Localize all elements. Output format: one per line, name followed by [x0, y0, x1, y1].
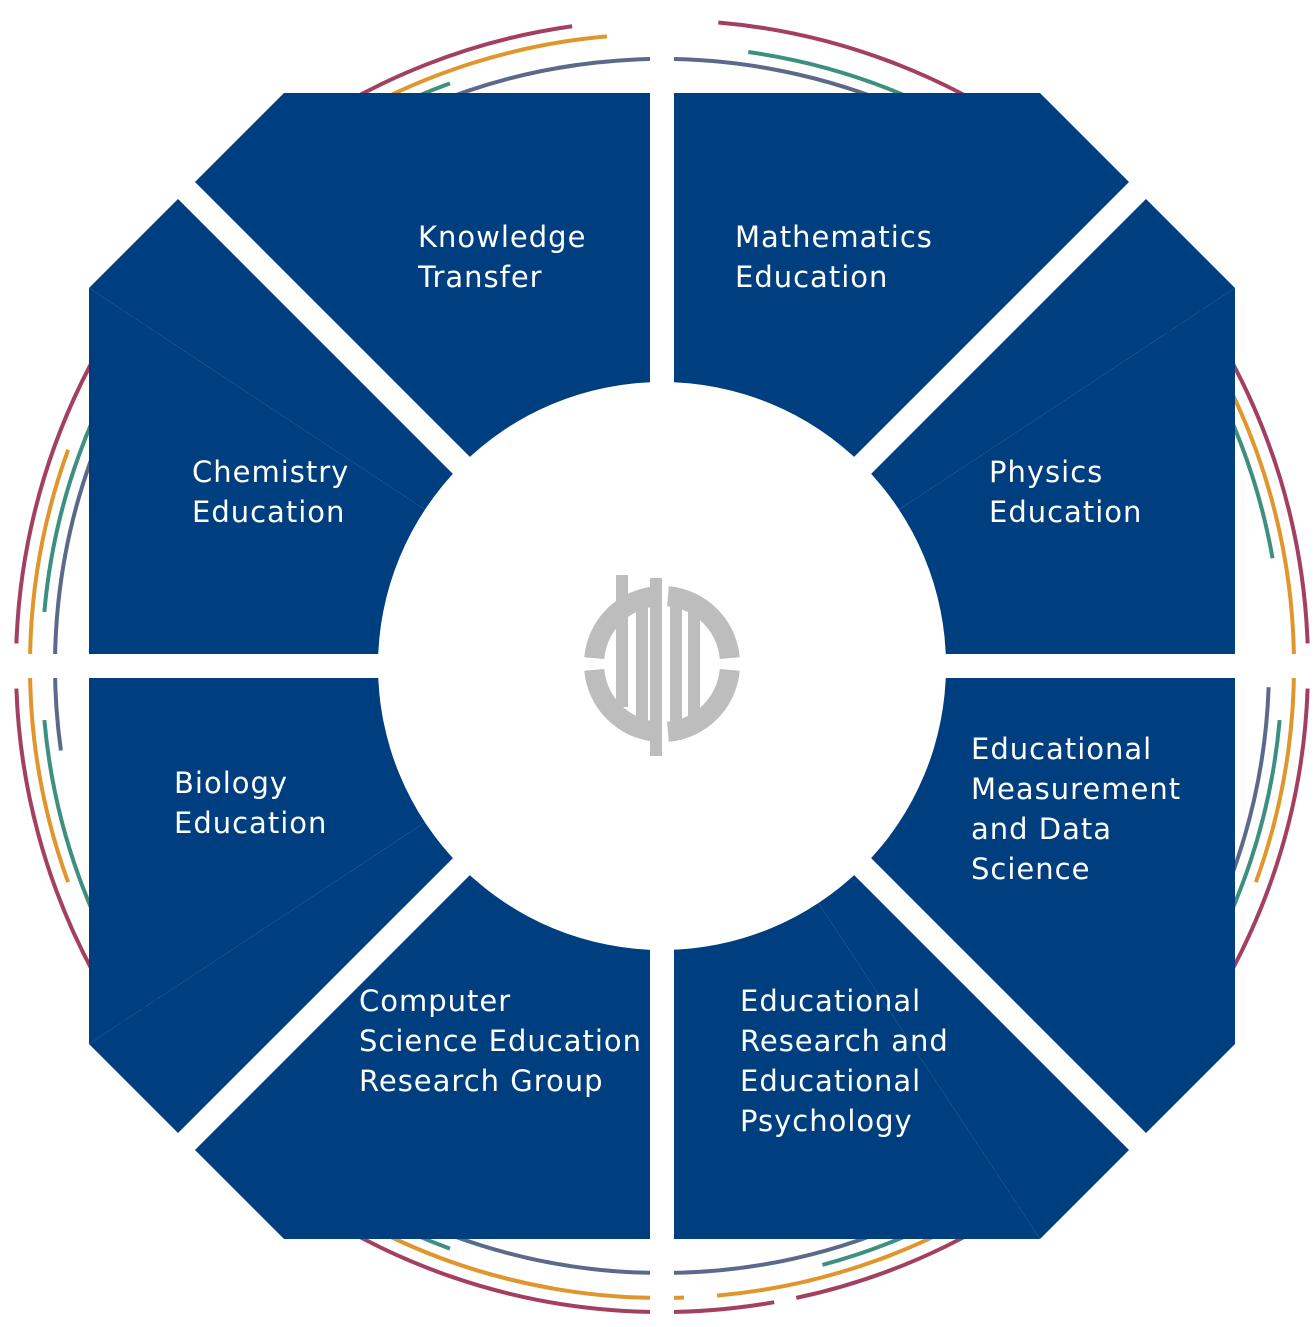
institute-logo-icon	[584, 575, 740, 756]
logo-bar	[650, 578, 662, 756]
logo-bar	[616, 575, 628, 707]
logo-bar	[636, 600, 648, 730]
ring-arc	[1207, 349, 1296, 883]
logo-bar	[688, 605, 700, 725]
logo-bar	[670, 590, 682, 740]
ring-arc	[394, 1236, 685, 1300]
logo-arc	[667, 586, 740, 659]
logo-arc	[667, 669, 740, 742]
ring-arc	[53, 457, 94, 751]
